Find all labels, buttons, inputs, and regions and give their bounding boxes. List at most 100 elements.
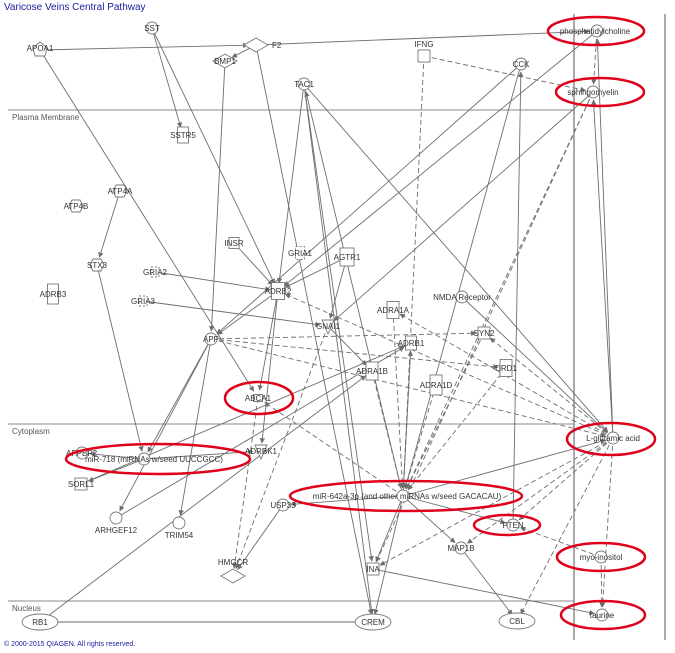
node-nmda[interactable]: NMDA Receptor <box>433 290 491 304</box>
pathway-edge <box>147 338 212 453</box>
node-ifng[interactable]: IFNG <box>414 40 434 63</box>
node-gria3[interactable]: GRIA3 <box>131 295 156 307</box>
pathway-edge <box>372 568 595 616</box>
pathway-edge <box>115 346 405 519</box>
pathway-edge <box>327 325 367 366</box>
node-adrb3[interactable]: ADRB3 <box>40 283 67 305</box>
node-adrbk1[interactable]: ADRBK1 <box>245 444 278 461</box>
compartment-label: Nucleus <box>12 604 41 613</box>
highlight-layer <box>64 15 657 631</box>
node-cbl[interactable]: CBL <box>498 612 536 630</box>
node-arhgef12[interactable]: ARHGEF12 <box>95 511 138 535</box>
pathway-edge <box>255 28 590 46</box>
node-gria1[interactable]: GRIA1 <box>288 246 313 260</box>
node-taurine[interactable]: taurine <box>590 608 615 622</box>
node-bmp1[interactable]: BMP1 <box>212 53 238 69</box>
node-apoa1[interactable]: APOA1 <box>27 41 54 57</box>
pathway-edge <box>600 437 614 608</box>
node-sorl1[interactable]: SORL1 <box>68 477 95 491</box>
node-label: GRIA1 <box>288 249 313 258</box>
node-f2[interactable]: F2 <box>243 37 282 53</box>
node-adrb1[interactable]: ADRB1 <box>398 335 425 351</box>
pathway-edge <box>520 437 614 615</box>
node-crem[interactable]: CREM <box>354 613 392 631</box>
node-mir718[interactable]: miR-718 (miRNAs w/seed UUCCGCC) <box>85 452 223 466</box>
node-adra1d[interactable]: ADRA1D <box>420 374 453 396</box>
pathway-edge <box>237 504 284 570</box>
node-pten[interactable]: PTEN <box>502 518 524 532</box>
compartment-label: Cytoplasm <box>12 427 50 436</box>
node-atp4a[interactable]: ATP4A <box>108 184 133 198</box>
node-abca1[interactable]: ABCA1 <box>245 394 272 403</box>
node-label: ADRA1B <box>356 367 388 376</box>
node-label: INSR <box>224 239 243 248</box>
node-mir642[interactable]: miR-642a-3p (and other miRNAs w/seed GAC… <box>313 489 502 503</box>
pathway-edge <box>304 91 404 497</box>
node-label: ADRBK1 <box>245 447 278 456</box>
node-usp33[interactable]: USP33 <box>270 498 296 512</box>
highlight-ellipse <box>546 15 646 47</box>
node-label: HMGCR <box>218 558 248 567</box>
compartment-label: Plasma Membrane <box>12 113 80 122</box>
node-label: CBL <box>509 617 525 626</box>
pathway-edge <box>232 397 259 569</box>
node-label: miR-642a-3p (and other miRNAs w/seed GAC… <box>313 492 502 501</box>
node-label: sphingomyelin <box>567 88 618 97</box>
node-label: ADRA1D <box>420 381 453 390</box>
node-adra1b[interactable]: ADRA1B <box>356 361 388 381</box>
node-label: SORL1 <box>68 480 95 489</box>
node-atp4b[interactable]: ATP4B <box>64 199 89 213</box>
highlight-ellipse <box>554 76 646 108</box>
pathway-edge <box>217 290 279 335</box>
pathway-edge <box>39 42 249 51</box>
highlight-ellipse <box>559 599 647 631</box>
node-drd1[interactable]: DRD1 <box>495 359 517 377</box>
pathway-edge <box>333 91 594 322</box>
pathway-edge <box>402 438 606 497</box>
node-trim54[interactable]: TRIM54 <box>165 516 194 540</box>
pathway-edge <box>276 83 305 284</box>
node-lglu[interactable]: L-glutamic acid <box>586 431 640 445</box>
pathway-edge <box>591 30 598 85</box>
highlight-ellipse <box>288 479 524 513</box>
node-label: ADRB2 <box>265 287 292 296</box>
node-hmgcr[interactable]: HMGCR <box>218 558 248 584</box>
pathway-edge <box>210 338 499 370</box>
pathway-edge <box>402 495 456 544</box>
node-gnai1[interactable]: GNAI1 <box>316 319 341 336</box>
node-sst[interactable]: SST <box>144 21 160 35</box>
pathway-edge <box>178 338 212 516</box>
pathway-edge <box>96 264 144 452</box>
node-gria2[interactable]: GRIA2 <box>143 266 168 278</box>
pathway-edge <box>467 437 614 544</box>
highlight-ellipse <box>64 442 252 476</box>
node-label: DRD1 <box>495 364 517 373</box>
node-label: USP33 <box>270 501 296 510</box>
node-app[interactable]: APP <box>203 332 219 346</box>
pathway-edge <box>151 27 275 285</box>
node-sstr5[interactable]: SSTR5 <box>170 126 196 144</box>
node-agtr1[interactable]: AGTR1 <box>334 247 361 267</box>
node-adra1a[interactable]: ADRA1A <box>377 301 410 319</box>
node-rb1[interactable]: RB1 <box>21 613 59 631</box>
node-pc[interactable]: phosphatidylcholine <box>560 24 631 38</box>
pathway-edge <box>80 345 405 485</box>
node-sm[interactable]: sphingomyelin <box>567 85 619 99</box>
pathway-edge <box>210 338 606 438</box>
node-stx3[interactable]: STX3 <box>87 258 108 272</box>
pathway-edge <box>143 449 254 460</box>
node-myo[interactable]: myo-inositol <box>580 550 623 564</box>
node-syn2[interactable]: SYN2 <box>474 326 495 340</box>
pathway-edge <box>404 384 437 489</box>
node-insr[interactable]: INSR <box>224 237 244 249</box>
node-label: miR-718 (miRNAs w/seed UUCCGCC) <box>85 455 223 464</box>
node-cck[interactable]: CCK <box>513 57 531 71</box>
node-map1b[interactable]: MAP1B <box>447 541 475 555</box>
node-label: F2 <box>272 41 282 50</box>
node-label: ATP4B <box>64 202 89 211</box>
node-ina[interactable]: INA <box>366 562 380 576</box>
node-adrb2[interactable]: ADRB2 <box>265 282 292 300</box>
pathway-edge <box>235 325 329 570</box>
node-label: TRIM54 <box>165 531 194 540</box>
node-tac1[interactable]: TAC1 <box>294 77 314 91</box>
